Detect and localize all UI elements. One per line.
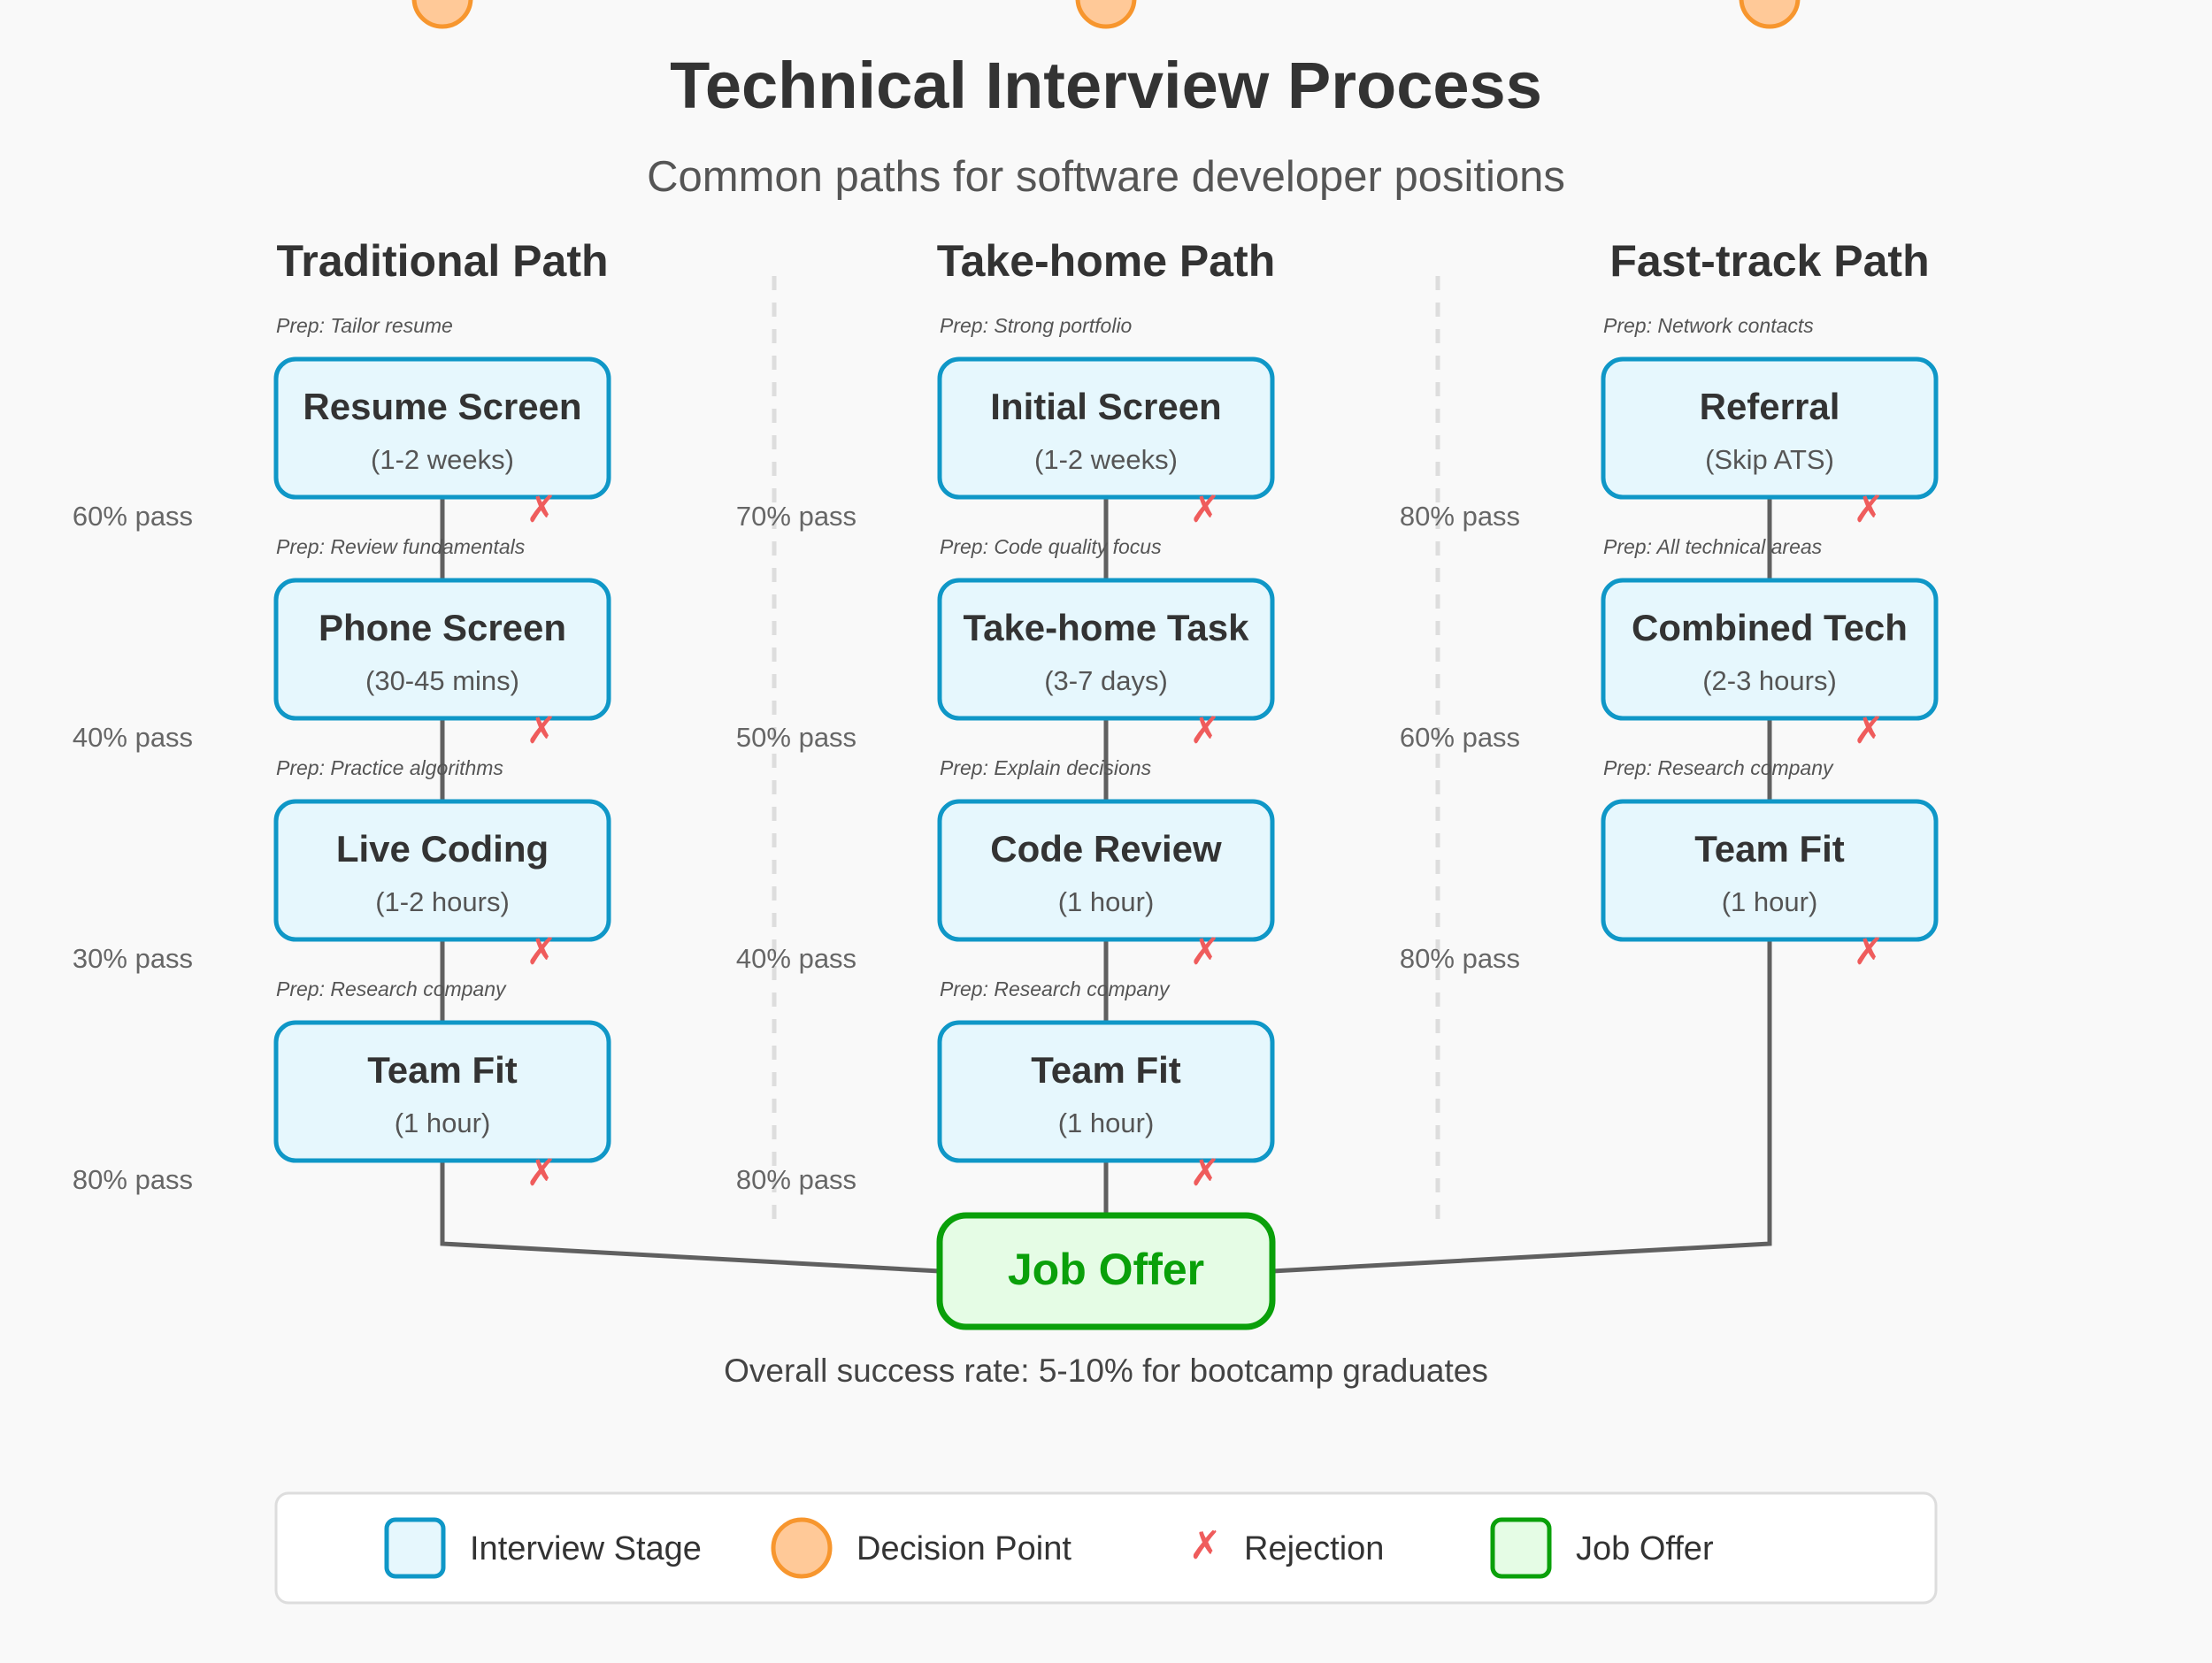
stage-duration: (30-45 mins) [365,665,519,696]
stage-duration: (1 hour) [1058,1107,1155,1138]
stage-duration: (1 hour) [395,1107,491,1138]
stage-name: Resume Screen [303,386,581,427]
prep-note: Prep: Practice algorithms [276,756,503,779]
rejection-icon: ✗ [526,488,557,530]
column-title: Take-home Path [937,236,1276,286]
stage-name: Take-home Task [964,607,1250,648]
stage-name: Phone Screen [319,607,566,648]
stage-duration: (2-3 hours) [1702,665,1837,696]
stage-box [273,356,611,500]
rejection-icon: ✗ [526,931,557,972]
prep-note: Prep: Network contacts [1603,314,1814,337]
pass-rate: 70% pass [736,501,856,532]
prep-note: Prep: All technical areas [1603,535,1823,558]
stage-box [273,578,611,721]
rejection-icon: ✗ [1853,931,1884,972]
rejection-icon: ✗ [1189,931,1220,972]
pass-rate: 50% pass [736,722,856,753]
legend-rejection: Rejection [1244,1530,1384,1567]
stage-duration: (3-7 days) [1044,665,1168,696]
stage-box [1601,799,1939,942]
prep-note: Prep: Tailor resume [276,314,453,337]
rejection-icon: ✗ [1189,488,1220,530]
job-offer-box [936,1212,1276,1330]
pass-rate: 80% pass [73,1164,193,1195]
rejection-icon: ✗ [1853,488,1884,530]
stage-name: Team Fit [367,1049,518,1091]
stage-box [273,1020,611,1163]
column-title: Traditional Path [276,236,608,286]
pass-rate: 30% pass [73,943,193,974]
prep-note: Prep: Explain decisions [940,756,1152,779]
legend-interview-stage: Interview Stage [470,1530,702,1567]
rejection-icon: ✗ [526,1152,557,1193]
job-offer-node: Job Offer [936,1212,1276,1330]
prep-note: Prep: Research company [940,977,1171,1000]
legend-decision-point: Decision Point [856,1530,1071,1567]
stage-name: Referral [1700,386,1840,427]
column-title: Fast-track Path [1609,236,1929,286]
rejection-icon: ✗ [1189,1524,1222,1567]
stage-box [937,1020,1275,1163]
stage-duration: (1-2 weeks) [1034,444,1178,475]
prep-note: Prep: Research company [276,977,507,1000]
stage-duration: (Skip ATS) [1705,444,1834,475]
rejection-icon: ✗ [526,709,557,751]
interview-stage-icon [384,1517,446,1579]
stage-duration: (1-2 hours) [375,886,510,917]
connector-traditional-to-offer [440,1161,941,1274]
stage-box [937,356,1275,500]
diagram-title: Technical Interview Process [670,49,1542,122]
decision-point-icon [411,0,473,29]
pass-rate: 80% pass [1400,501,1520,532]
rejection-icon: ✗ [1189,709,1220,751]
pass-rate: 80% pass [1400,943,1520,974]
rejection-icon: ✗ [1853,709,1884,751]
overall-success-rate: Overall success rate: 5-10% for bootcamp… [724,1353,1488,1389]
diagram-subtitle: Common paths for software developer posi… [647,153,1565,201]
top-decision-points [411,0,1801,29]
stage-box [937,799,1275,942]
stage-duration: (1 hour) [1058,886,1155,917]
pass-rate: 40% pass [736,943,856,974]
job-offer-label: Job Offer [1008,1245,1204,1294]
stage-name: Team Fit [1694,828,1845,870]
stage-box [273,799,611,942]
prep-note: Prep: Research company [1603,756,1834,779]
stage-name: Code Review [990,828,1222,870]
job-offer-icon [1490,1517,1552,1579]
stage-name: Initial Screen [990,386,1221,427]
pass-rate: 60% pass [1400,722,1520,753]
pass-rate: 60% pass [73,501,193,532]
rejection-icon: ✗ [1189,1152,1220,1193]
stage-duration: (1 hour) [1722,886,1818,917]
decision-point-icon [1075,0,1137,29]
stage-duration: (1-2 weeks) [371,444,514,475]
legend-job-offer: Job Offer [1576,1530,1714,1567]
stage-name: Team Fit [1031,1049,1181,1091]
legend: Interview Stage Decision Point ✗ Rejecti… [274,1491,1938,1605]
prep-note: Prep: Review fundamentals [276,535,526,558]
prep-note: Prep: Code quality focus [940,535,1162,558]
prep-note: Prep: Strong portfolio [940,314,1133,337]
stage-box [937,578,1275,721]
decision-point-icon [1739,0,1801,29]
stage-box [1601,578,1939,721]
stage-name: Live Coding [336,828,549,870]
stage-name: Combined Tech [1632,607,1908,648]
connector-fasttrack-to-offer [1271,939,1772,1274]
offer-connectors [440,939,1772,1274]
pass-rate: 40% pass [73,722,193,753]
stage-box [1601,356,1939,500]
decision-point-icon [771,1517,833,1579]
pass-rate: 80% pass [736,1164,856,1195]
